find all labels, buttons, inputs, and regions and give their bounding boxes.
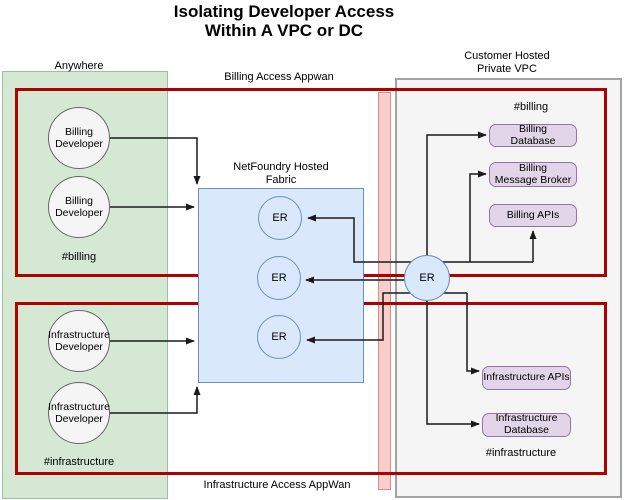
service-label: Billing APIs — [506, 208, 560, 221]
vpc-label: Customer Hosted Private VPC — [464, 50, 550, 76]
diagram-title-line2: Within A VPC or DC — [204, 21, 364, 40]
fabric-edge-router-2: ER — [257, 256, 301, 300]
fabric-edge-router-3: ER — [257, 315, 301, 359]
service-label: Billing — [518, 161, 547, 174]
node-label: Infrastructure — [48, 400, 110, 413]
node-label: Developer — [55, 413, 103, 425]
anywhere-label: Anywhere — [54, 60, 104, 72]
node-label: Billing — [64, 125, 93, 138]
fabric-label: NetFoundry Hosted Fabric — [233, 161, 329, 187]
node-label: Developer — [55, 341, 103, 353]
service-label: Message Broker — [494, 173, 572, 186]
node-label: Billing — [64, 194, 93, 207]
anywhere-infrastructure-tag: #infrastructure — [43, 456, 115, 468]
vpc-edge-router: ER — [404, 255, 450, 301]
diagram-title-line1: Isolating Developer Access — [173, 2, 395, 21]
fabric-edge-router-1: ER — [258, 196, 302, 240]
billing-apis-box: Billing APIs — [489, 204, 577, 227]
service-label: Billing — [518, 122, 547, 135]
infrastructure-appwan-label: Infrastructure Access AppWan — [203, 479, 351, 491]
infrastructure-apis-box: Infrastructure APIs — [482, 366, 571, 390]
service-label: Database — [510, 134, 556, 147]
node-label: Developer — [55, 138, 103, 150]
er-label: ER — [272, 211, 288, 224]
service-label: Infrastructure APIs — [483, 371, 570, 384]
er-label: ER — [271, 271, 287, 284]
service-label: Infrastructure — [495, 412, 558, 425]
er-label: ER — [419, 271, 435, 284]
infrastructure-developer-node-2: Infrastructure Developer — [48, 382, 110, 444]
billing-database-box: Billing Database — [489, 122, 577, 147]
billing-developer-node-2: Billing Developer — [48, 176, 110, 238]
vpc-firewall-bar — [378, 92, 391, 490]
vpc-infrastructure-tag: #infrastructure — [485, 447, 557, 459]
infrastructure-developer-node-1: Infrastructure Developer — [48, 310, 110, 372]
anywhere-billing-tag: #billing — [61, 251, 97, 263]
billing-appwan-label: Billing Access Appwan — [224, 71, 334, 83]
vpc-billing-tag: #billing — [513, 101, 549, 113]
node-label: Infrastructure — [48, 328, 110, 341]
infrastructure-database-box: Infrastructure Database — [482, 413, 571, 437]
billing-message-broker-box: Billing Message Broker — [489, 162, 577, 187]
er-label: ER — [271, 330, 287, 343]
service-label: Database — [504, 424, 549, 436]
node-label: Developer — [55, 207, 103, 219]
billing-developer-node-1: Billing Developer — [48, 107, 110, 169]
